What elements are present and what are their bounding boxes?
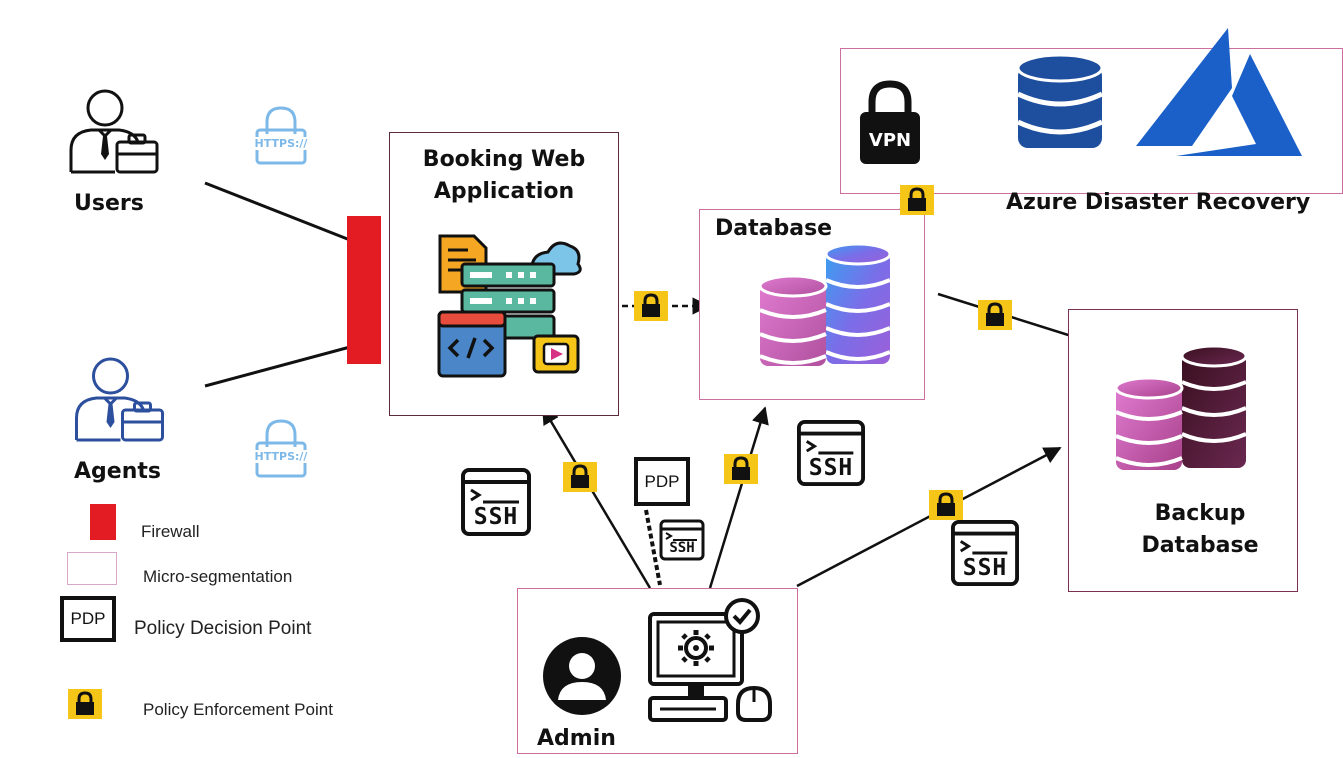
pep-lock-icon — [929, 490, 963, 520]
pep-lock-icon — [724, 454, 758, 484]
legend-micro-segmentation-swatch — [67, 552, 117, 585]
admin-app-link — [541, 406, 652, 589]
admin-backup-link — [796, 446, 1062, 588]
ssh-text: SSH — [962, 555, 1008, 581]
ssh-text: SSH — [808, 455, 854, 481]
azure-logo-icon — [1136, 28, 1302, 156]
ssh-terminal-icon: SSH — [797, 419, 865, 487]
https-text: HTTPS:// — [248, 450, 314, 463]
agents-firewall-link — [204, 345, 351, 388]
https-lock-icon-users: HTTPS:// — [248, 104, 314, 166]
admin-avatar-icon — [543, 637, 621, 715]
legend-firewall-label: Firewall — [141, 522, 200, 541]
database-icon — [758, 242, 892, 366]
vpn-lock-icon: VPN — [858, 80, 922, 166]
pep-lock-icon — [900, 185, 934, 215]
booking-app-label: Booking Web Application — [389, 144, 619, 208]
booking-app-label-line2: Application — [433, 179, 575, 204]
agent-person-icon — [75, 357, 164, 442]
https-text: HTTPS:// — [248, 137, 314, 150]
vpn-text: VPN — [868, 130, 912, 151]
ssh-text: SSH — [473, 504, 519, 530]
pep-lock-icon — [634, 291, 668, 321]
pdp-box: PDP — [634, 457, 690, 506]
database-label: Database — [715, 216, 833, 241]
user-person-icon — [69, 89, 159, 174]
agents-label: Agents — [74, 459, 161, 484]
azure-dr-label: Azure Disaster Recovery — [1006, 190, 1311, 215]
firewall-block — [347, 216, 381, 364]
admin-database-link — [708, 406, 769, 589]
users-firewall-link — [204, 181, 351, 242]
legend-pep-label: Policy Enforcement Point — [143, 700, 333, 719]
https-lock-icon-agents: HTTPS:// — [248, 417, 314, 479]
azure-storage-icon — [1016, 53, 1104, 148]
web-application-icon — [437, 234, 582, 378]
backup-db-label: Backup Database — [1100, 498, 1300, 562]
legend-pdp-label: Policy Decision Point — [134, 618, 312, 639]
ssh-terminal-icon: SSH — [951, 519, 1019, 587]
backup-db-label-line2: Database — [1141, 533, 1259, 558]
legend-pdp-swatch: PDP — [60, 596, 116, 642]
pdp-link — [644, 509, 662, 586]
pep-lock-icon — [563, 462, 597, 492]
ssh-text: SSH — [669, 540, 695, 556]
legend-pep-swatch — [68, 689, 102, 719]
admin-label: Admin — [537, 726, 616, 751]
booking-app-label-line1: Booking Web — [422, 147, 586, 172]
backup-database-icon — [1114, 344, 1248, 470]
users-label: Users — [74, 191, 144, 216]
ssh-terminal-icon-small: SSH — [659, 519, 705, 561]
legend-firewall-swatch — [90, 504, 116, 540]
admin-workstation-icon — [648, 598, 772, 722]
pep-lock-icon — [978, 300, 1012, 330]
ssh-terminal-icon: SSH — [461, 468, 531, 536]
legend-micro-segmentation-label: Micro-segmentation — [143, 567, 293, 586]
backup-db-label-line1: Backup — [1154, 501, 1246, 526]
